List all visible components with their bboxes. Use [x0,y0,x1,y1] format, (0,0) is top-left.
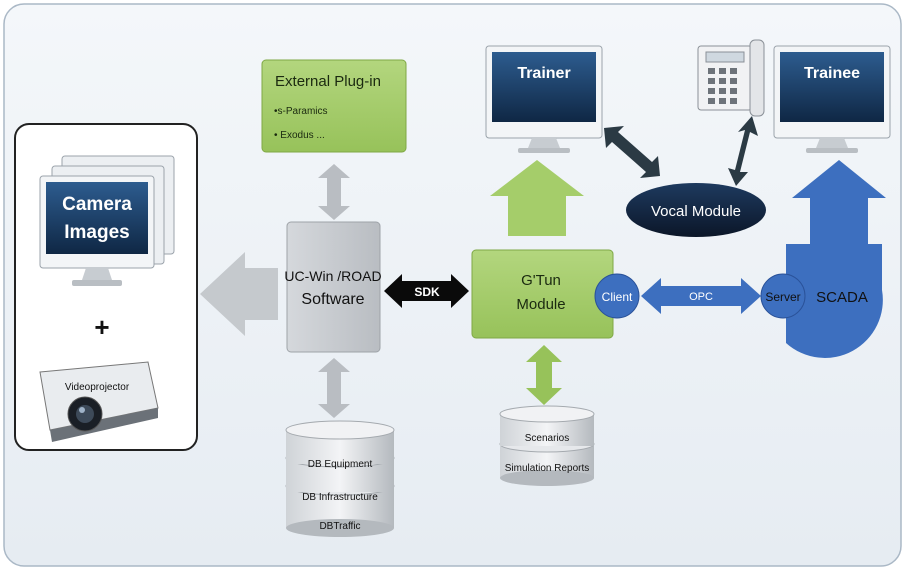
camera-images-label-1: Camera [62,194,132,215]
sdk-arrow [384,274,469,308]
db-traffic-label: DBTraffic [319,521,360,532]
external-plugin-title: External Plug-in [275,73,381,90]
vocal-module-label: Vocal Module [651,203,741,220]
gtun-label-1: G'Tun [521,272,561,289]
scenarios-label: Scenarios [525,433,569,444]
arrow-trainer-vocal [604,126,660,178]
external-plugin-box [261,59,407,153]
server-node [760,273,806,319]
arrow-scada-trainee [792,160,886,244]
scenarios-stack [499,405,595,486]
opc-arrow [641,278,761,314]
phone-icon [697,39,765,117]
simulation-reports-label: Simulation Reports [505,463,589,474]
arrow-phone-vocal [728,116,758,186]
arrow-to-output [200,252,278,336]
trainee-monitor-icon [773,45,891,153]
ucwin-label-2: Software [301,291,364,308]
server-label: Server [765,290,800,304]
scada-label: SCADA [816,289,868,306]
scada-shape [786,244,883,358]
camera-monitors-icon [39,155,175,286]
sdk-label: SDK [414,285,440,299]
arrow-plugin-ucwin [318,164,350,220]
videoprojector-label: Videoprojector [65,382,130,393]
db-stack [285,420,395,537]
external-plugin-item-2: • Exodus ... [274,130,325,141]
ucwin-box [286,221,381,353]
opc-label: OPC [689,291,713,303]
client-node [594,273,640,319]
arrow-gtun-trainer [490,160,584,236]
db-equipment-label: DB Equipment [308,459,373,470]
plus-sign: + [94,312,109,342]
gtun-label-2: Module [516,296,565,313]
external-plugin-item-1: •s-Paramics [274,106,328,117]
trainer-label: Trainer [517,65,570,82]
ucwin-label-1: UC-Win /ROAD [284,268,381,284]
trainee-label: Trainee [804,65,860,82]
videoprojector-icon [39,361,159,442]
db-infrastructure-label: DB Infrastructure [302,492,378,503]
arrow-gtun-scenarios [526,345,562,405]
arrow-ucwin-db [318,358,350,418]
camera-images-label-2: Images [64,222,129,243]
trainer-monitor-icon [485,45,603,153]
gtun-module-box [471,249,614,339]
vocal-module-node [626,183,766,237]
client-label: Client [602,290,633,304]
